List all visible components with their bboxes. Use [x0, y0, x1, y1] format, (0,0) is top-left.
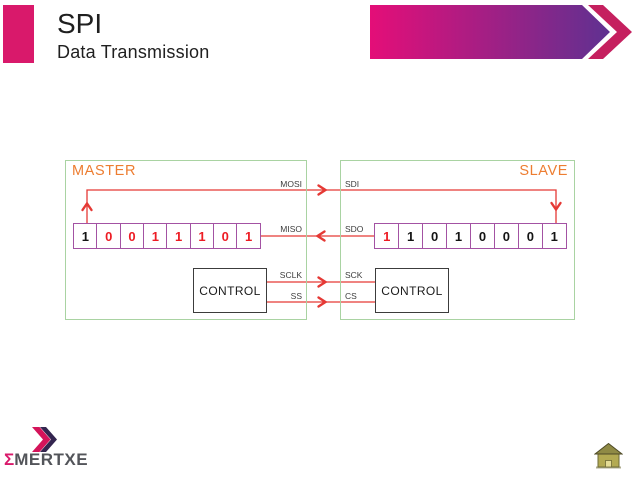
- signal-label-sclk: SCLK: [279, 270, 302, 280]
- signal-label-ss: SS: [290, 291, 302, 301]
- arrow-right-icon: [317, 296, 328, 308]
- register-bit: 1: [142, 223, 168, 249]
- home-icon-door: [605, 460, 612, 468]
- register-bit: 0: [493, 223, 520, 249]
- home-icon-roof: [594, 443, 623, 455]
- page-title: SPI: [57, 8, 103, 39]
- signal-label-sck: SCK: [345, 270, 363, 280]
- register-bit: 1: [541, 223, 567, 249]
- logo-chevron-front: [32, 427, 51, 452]
- logo-chevron-icon: [32, 427, 57, 452]
- logo-name: MERTXE: [14, 450, 89, 469]
- register-bit: 1: [374, 223, 400, 249]
- register-bit: 1: [397, 223, 424, 249]
- banner-chevron-icon: [588, 5, 632, 59]
- signal-label-sdo: SDO: [345, 224, 364, 234]
- register-bit: 0: [212, 223, 238, 249]
- arrow-right-icon: [317, 276, 328, 288]
- signal-label-cs: CS: [345, 291, 357, 301]
- signal-label-sdi: SDI: [345, 179, 360, 189]
- register-bit: 1: [166, 223, 192, 249]
- arrow-right-icon: [317, 184, 328, 196]
- banner-arrow-body: [370, 5, 610, 59]
- page-subtitle: Data Transmission: [57, 42, 210, 62]
- register-bit: 0: [469, 223, 496, 249]
- register-bit: 1: [445, 223, 472, 249]
- master-box: [65, 160, 307, 320]
- register-bit: 1: [73, 223, 98, 249]
- master-shift-register: 1 0 0 1 1 1 0 1: [73, 223, 261, 249]
- master-control-label: CONTROL: [199, 283, 261, 298]
- signal-label-mosi: MOSI: [280, 179, 302, 189]
- slave-label: SLAVE: [519, 163, 568, 179]
- arrow-left-icon: [315, 230, 326, 242]
- master-control-box: CONTROL: [193, 268, 267, 313]
- slave-box: [340, 160, 575, 320]
- home-icon[interactable]: [594, 443, 623, 470]
- register-bit: 0: [421, 223, 448, 249]
- register-bit: 0: [96, 223, 122, 249]
- register-bit: 1: [189, 223, 215, 249]
- logo-sigma: Σ: [4, 450, 15, 469]
- banner-arrow-icon: [370, 5, 632, 59]
- accent-square: [3, 5, 34, 63]
- register-bit: 1: [236, 223, 261, 249]
- slave-control-label: CONTROL: [381, 283, 443, 298]
- register-bit: 0: [517, 223, 544, 249]
- company-logo: Σ MERTXE: [4, 450, 88, 470]
- logo-chevron-back: [40, 427, 57, 452]
- register-bit: 0: [119, 223, 145, 249]
- slave-control-box: CONTROL: [375, 268, 449, 313]
- slave-shift-register: 1 1 0 1 0 0 0 1: [374, 223, 567, 249]
- master-label: MASTER: [72, 163, 137, 179]
- signal-label-miso: MISO: [280, 224, 302, 234]
